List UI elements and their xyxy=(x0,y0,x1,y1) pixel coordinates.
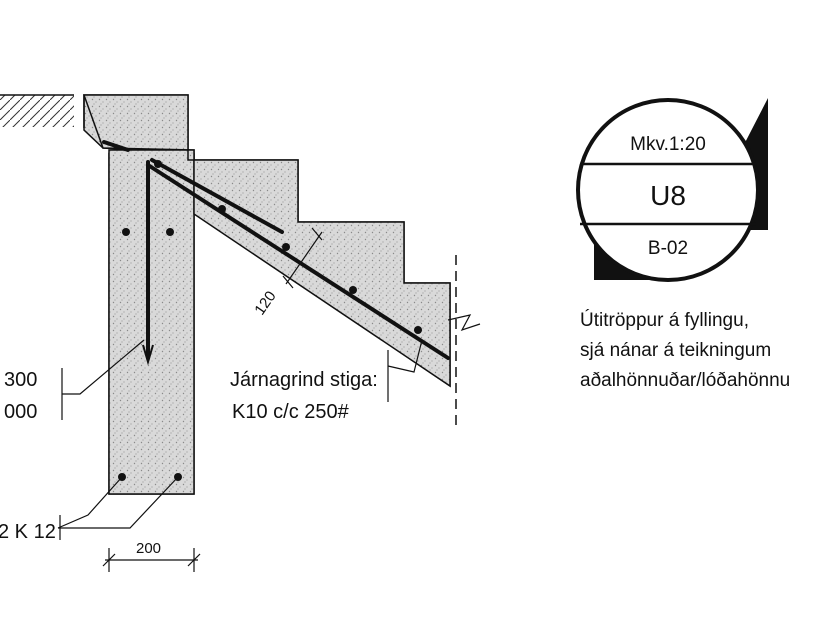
stair-rebar-title: Járnagrind stiga: xyxy=(230,369,378,391)
left-value-2: 000 xyxy=(4,401,37,423)
rebar-dot xyxy=(414,326,422,334)
badge-code: U8 xyxy=(650,180,686,211)
badge-sheet: B-02 xyxy=(648,238,688,259)
rebar-dot xyxy=(282,243,290,251)
dimension-120-label: 120 xyxy=(251,288,279,318)
note-line-2: sjá nánar á teikningum xyxy=(580,340,771,361)
left-value-1: 300 xyxy=(4,369,37,391)
soil-hatch xyxy=(0,94,74,127)
retaining-wall xyxy=(108,149,195,495)
leader-lines xyxy=(57,339,423,540)
rebar-hook xyxy=(142,344,154,366)
note-line-1: Útitröppur á fyllingu, xyxy=(580,309,749,331)
dimension-200 xyxy=(102,548,201,572)
rebar-stair xyxy=(102,140,450,360)
dimension-120 xyxy=(282,227,323,289)
rebar-dot xyxy=(166,228,174,236)
rebar-dot xyxy=(122,228,130,236)
note-line-3: aðalhönnuðar/lóðahönnu xyxy=(580,370,790,391)
rebar-dot xyxy=(349,286,357,294)
rebar-dots xyxy=(118,160,422,481)
dimension-200-label: 200 xyxy=(136,540,161,557)
drawing-reference-badge: Mkv.1:20 U8 B-02 xyxy=(576,98,768,282)
bottom-bars-label: 2 K 12 xyxy=(0,521,56,543)
stair-rebar-spec: K10 c/c 250# xyxy=(232,401,350,423)
rebar-dot xyxy=(218,205,226,213)
badge-scale: Mkv.1:20 xyxy=(630,134,706,155)
break-symbol xyxy=(447,314,481,332)
rebar-dot xyxy=(154,160,162,168)
